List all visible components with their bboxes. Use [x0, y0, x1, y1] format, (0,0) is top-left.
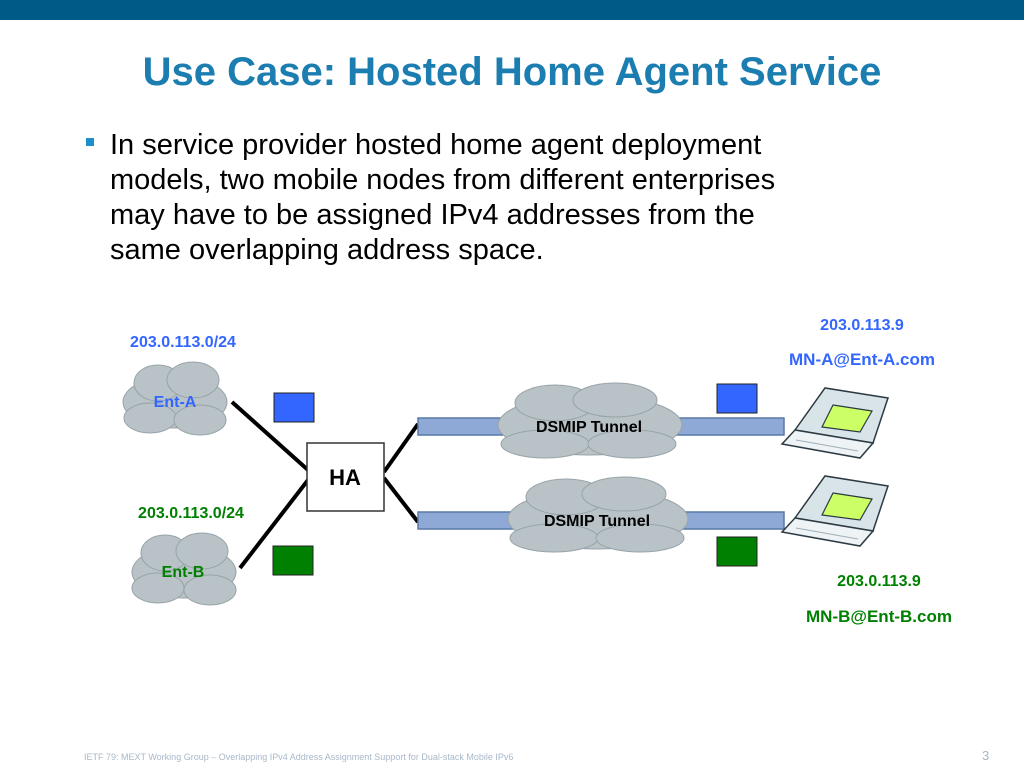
cloud-ent-b: [131, 532, 237, 606]
packet-ent-a-left: [273, 392, 315, 423]
mn-a-id-label: MN-A@Ent-A.com: [789, 350, 935, 369]
laptop-mn-b-icon: [780, 475, 889, 547]
cloud-ent-a: [122, 361, 228, 436]
link-ha-tunnel-top: [382, 422, 420, 474]
slide-title: Use Case: Hosted Home Agent Service: [142, 50, 882, 94]
home-agent-box: [306, 442, 385, 512]
packet-ent-a-right: [716, 383, 758, 414]
bullet-square-icon: [86, 138, 94, 146]
tunnel-bottom-label: DSMIP Tunnel: [544, 513, 650, 530]
bullet-text: In service provider hosted home agent de…: [110, 129, 776, 266]
slide-footer: IETF 79: MEXT Working Group – Overlappin…: [84, 752, 514, 762]
tunnel-top-label: DSMIP Tunnel: [536, 419, 642, 436]
home-agent-label: HA: [329, 465, 361, 490]
ent-a-cloud-label: Ent-A: [154, 394, 197, 411]
packet-ent-b-left: [272, 545, 314, 576]
mn-b-ip-label: 203.0.113.9: [837, 573, 921, 590]
mn-b-id-label: MN-B@Ent-B.com: [806, 607, 952, 626]
ent-b-subnet-label: 203.0.113.0/24: [138, 505, 244, 522]
ent-a-subnet-label: 203.0.113.0/24: [130, 334, 236, 351]
cloud-tunnel-bottom: [507, 476, 689, 553]
laptop-mn-a-icon: [780, 387, 889, 459]
link-ent-a-ha: [230, 400, 310, 472]
top-bar: [0, 0, 1024, 20]
cloud-tunnel-top: [497, 382, 683, 459]
page-number: 3: [982, 748, 990, 763]
mn-a-ip-label: 203.0.113.9: [820, 317, 904, 334]
link-ha-tunnel-bottom: [382, 476, 420, 524]
link-ent-b-ha: [238, 478, 310, 570]
ent-b-cloud-label: Ent-B: [162, 564, 205, 581]
packet-ent-b-right: [716, 536, 758, 567]
